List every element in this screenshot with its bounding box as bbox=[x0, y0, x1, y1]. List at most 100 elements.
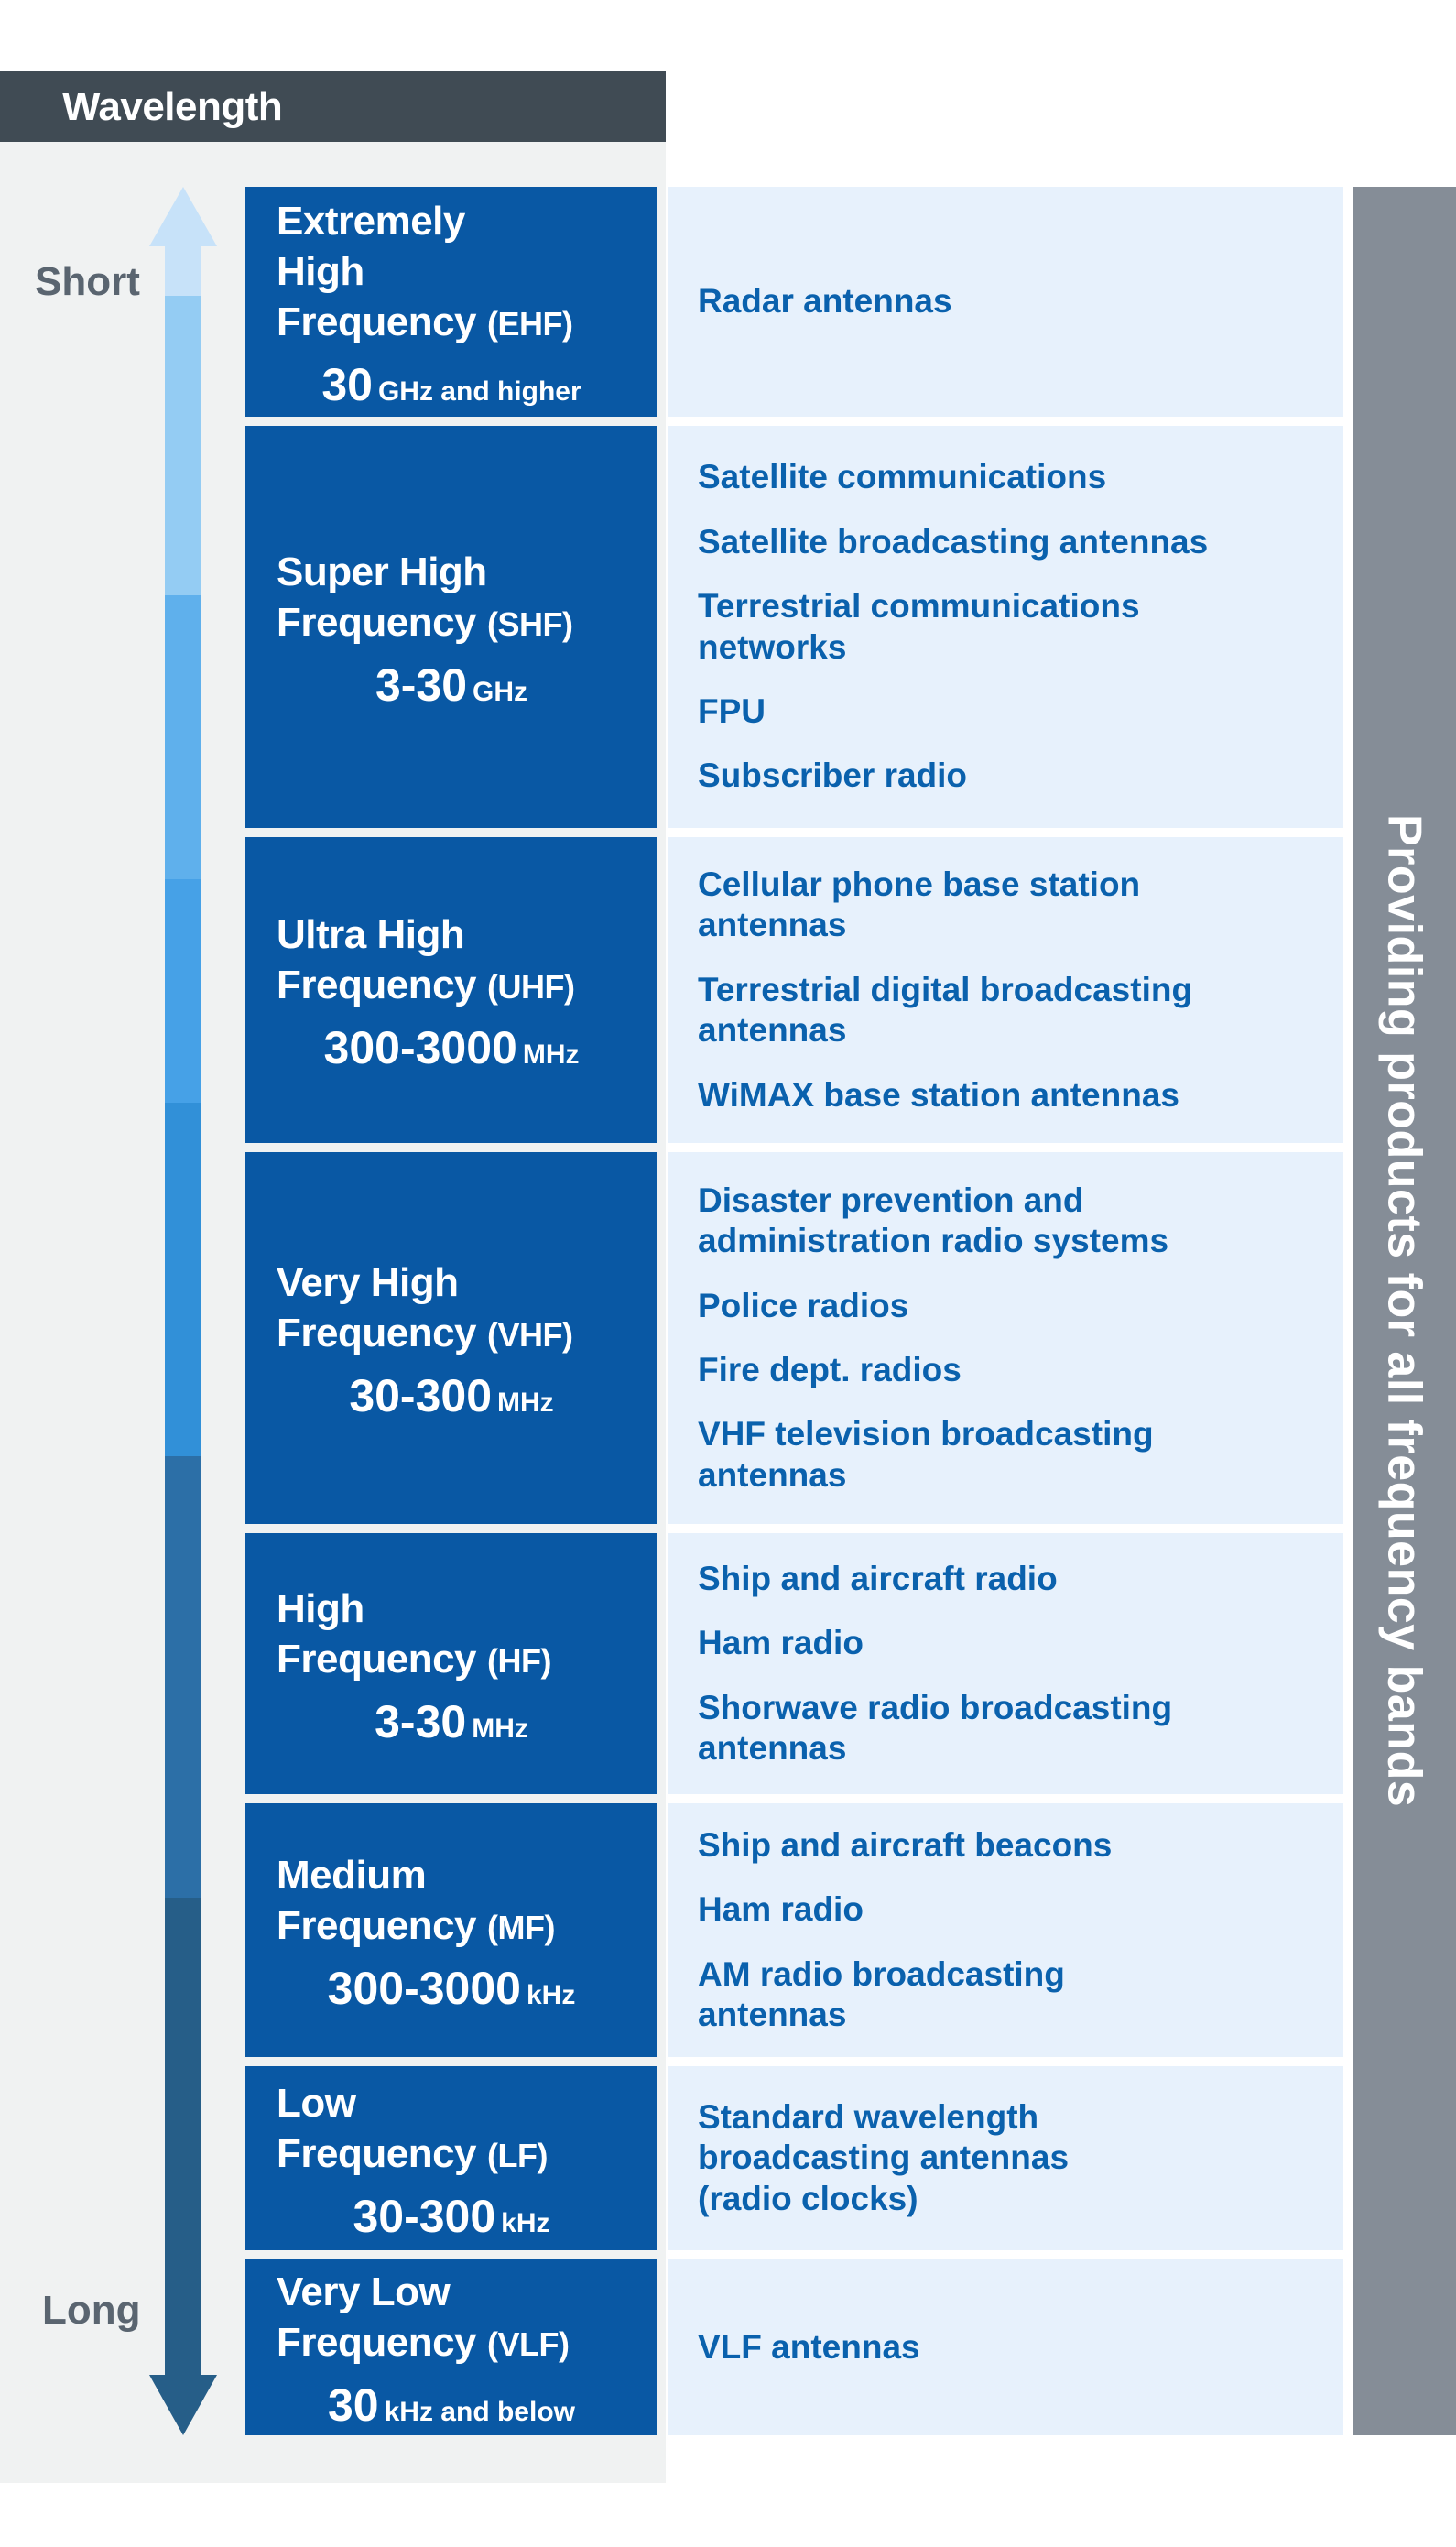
band-title-text: Medium Frequency bbox=[277, 1852, 477, 1948]
application-item: Disaster prevention and administration r… bbox=[698, 1181, 1169, 1260]
application-item: Ship and aircraft beacons bbox=[698, 1825, 1113, 1864]
arrow-down-head-icon bbox=[149, 2375, 217, 2435]
band-title-text: Ultra High Frequency bbox=[277, 912, 477, 1007]
band-frequency-unit: kHz bbox=[526, 1979, 576, 2010]
application-item: Cellular phone base station antennas bbox=[698, 865, 1141, 944]
band-frequency-unit: MHz bbox=[472, 1713, 528, 1744]
band-abbreviation: (UHF) bbox=[487, 968, 575, 1006]
band-frequency-value: 30-300 bbox=[353, 2190, 496, 2242]
sidebar-banner-text: Providing products for all frequency ban… bbox=[1377, 814, 1431, 1808]
band-title: Ultra High Frequency (UHF) bbox=[245, 909, 657, 1010]
application-item: WiMAX base station antennas bbox=[698, 1075, 1179, 1114]
application-item: Terrestrial digital broadcasting antenna… bbox=[698, 970, 1193, 1050]
band-frequency-unit: kHz bbox=[501, 2207, 550, 2238]
band-frequency-value: 30 bbox=[328, 2379, 379, 2431]
band-title: Low Frequency(LF) bbox=[245, 2078, 657, 2179]
application-item: Radar antennas bbox=[698, 282, 952, 321]
band-applications-panel: Disaster prevention and administration r… bbox=[668, 1152, 1343, 1524]
wavelength-header: Wavelength bbox=[0, 71, 666, 142]
band-frequency-unit: GHz bbox=[473, 676, 528, 707]
application-item: Ship and aircraft radio bbox=[698, 1559, 1058, 1597]
application-item: Ham radio bbox=[698, 1890, 864, 1929]
wavelength-arrow-icon bbox=[149, 187, 217, 2435]
band-title-text: Very High Frequency bbox=[277, 1260, 477, 1355]
application-item: Police radios bbox=[698, 1286, 909, 1324]
band-title-text: Low Frequency bbox=[277, 2080, 477, 2176]
band-frequency-unit: MHz bbox=[497, 1388, 554, 1418]
band-title-text: Very Low Frequency bbox=[277, 2269, 477, 2365]
band-abbreviation: (VLF) bbox=[487, 2325, 570, 2363]
axis-label-short: Short bbox=[35, 259, 140, 304]
band-abbreviation: (HF) bbox=[487, 1641, 551, 1680]
band-title-text: Super High Frequency bbox=[277, 549, 487, 645]
application-item: Satellite communications bbox=[698, 458, 1107, 496]
band-applications-panel: VLF antennas bbox=[668, 2259, 1343, 2435]
band-frequency-unit: GHz and higher bbox=[377, 376, 581, 407]
application-item: VHF television broadcasting antennas bbox=[698, 1415, 1154, 1494]
band-frequency-value: 30-300 bbox=[349, 1370, 493, 1421]
band-applications-panel: Standard wavelength broadcasting antenna… bbox=[668, 2066, 1343, 2250]
header-title: Wavelength bbox=[62, 83, 283, 129]
band-title: Extremely High Frequency (EHF) bbox=[245, 196, 657, 347]
application-item: Standard wavelength broadcasting antenna… bbox=[698, 2097, 1070, 2217]
band-frequency-unit: MHz bbox=[522, 1039, 580, 1070]
axis-label-long: Long bbox=[42, 2288, 141, 2333]
band-abbreviation: (VHF) bbox=[487, 1316, 573, 1354]
band-title-text: Extremely High Frequency bbox=[277, 199, 477, 344]
application-item: Fire dept. radios bbox=[698, 1351, 962, 1388]
application-item: FPU bbox=[698, 691, 766, 730]
application-item: Subscriber radio bbox=[698, 756, 968, 795]
band-abbreviation: (SHF) bbox=[487, 604, 573, 643]
band-frequency-unit: kHz and below bbox=[384, 2397, 575, 2427]
sidebar-banner: Providing products for all frequency ban… bbox=[1353, 187, 1456, 2435]
band-title: Very High Frequency (VHF) bbox=[245, 1257, 657, 1358]
band-title: High Frequency (HF) bbox=[245, 1584, 657, 1684]
application-item: Terrestrial communications networks bbox=[698, 587, 1140, 666]
arrow-up-head-icon bbox=[149, 187, 217, 246]
band-frequency-value: 300-3000 bbox=[327, 1962, 521, 2014]
band-frequency-value: 3-30 bbox=[375, 1695, 467, 1747]
band-title: Super High Frequency(SHF) bbox=[245, 547, 657, 648]
application-item: Satellite broadcasting antennas bbox=[698, 522, 1209, 561]
band-abbreviation: (EHF) bbox=[487, 305, 573, 343]
application-item: VLF antennas bbox=[698, 2327, 920, 2366]
band-frequency-value: 300-3000 bbox=[323, 1022, 517, 1073]
application-item: Ham radio bbox=[698, 1624, 864, 1662]
band-title-text: High Frequency bbox=[277, 1585, 477, 1682]
application-item: Shorwave radio broadcasting antennas bbox=[698, 1688, 1173, 1767]
band-title: Medium Frequency (MF) bbox=[245, 1850, 657, 1951]
band-applications-panel: Radar antennas bbox=[668, 187, 1343, 417]
band-title: Very Low Frequency (VLF) bbox=[245, 2267, 657, 2367]
arrow-shaft bbox=[165, 245, 201, 2376]
band-frequency-value: 3-30 bbox=[375, 659, 468, 711]
band-abbreviation: (MF) bbox=[487, 1908, 555, 1946]
